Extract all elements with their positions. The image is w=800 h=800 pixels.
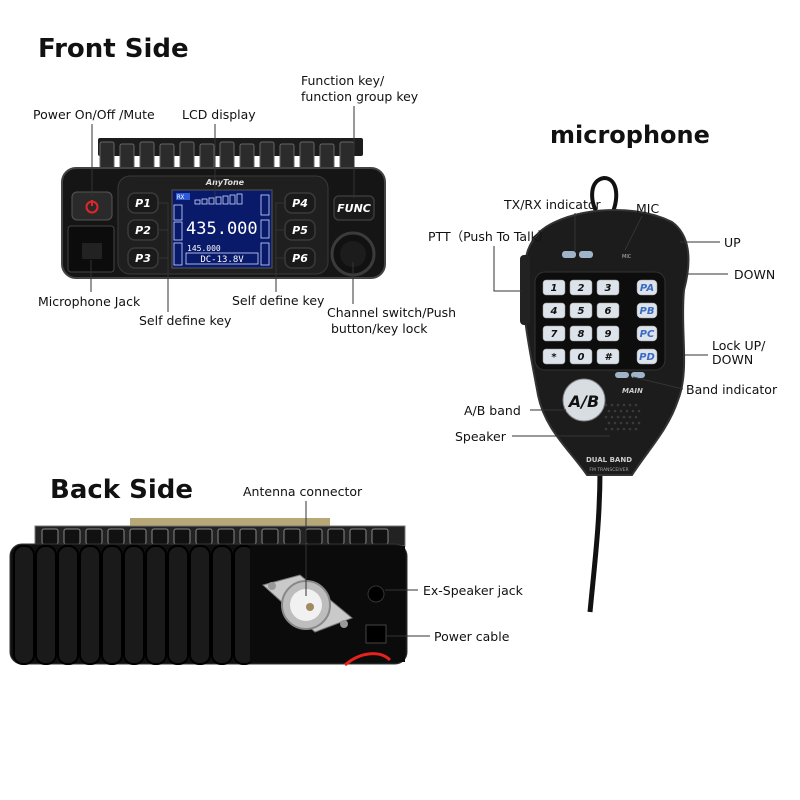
side-key[interactable]: PA xyxy=(636,279,658,296)
label-channel-2: button/key lock xyxy=(331,321,428,336)
tx-led-b xyxy=(579,251,593,258)
keypad-key[interactable]: 8 xyxy=(569,325,593,342)
svg-text:7: 7 xyxy=(551,329,558,340)
svg-text:FUNC: FUNC xyxy=(337,202,371,215)
svg-text:8: 8 xyxy=(578,329,585,340)
keypad-key[interactable]: 9 xyxy=(596,325,620,342)
svg-text:4: 4 xyxy=(550,306,558,317)
key-p2[interactable]: P2 xyxy=(127,219,159,241)
svg-text:P6: P6 xyxy=(292,252,308,265)
dual-band-text: DUAL BAND xyxy=(586,456,632,464)
svg-text:3: 3 xyxy=(605,283,612,294)
tx-led-a xyxy=(562,251,576,258)
ab-button[interactable]: A/B xyxy=(562,378,606,422)
mic-small-text: MIC xyxy=(622,254,632,260)
side-key[interactable]: PC xyxy=(636,325,658,342)
svg-text:#: # xyxy=(605,352,613,363)
key-p4[interactable]: P4 xyxy=(284,192,316,214)
keypad-key[interactable]: 1 xyxy=(542,279,566,296)
power-cable-socket xyxy=(365,624,387,644)
label-up: UP xyxy=(724,235,741,250)
label-mic-jack: Microphone Jack xyxy=(38,294,141,309)
key-p6[interactable]: P6 xyxy=(284,247,316,269)
label-speaker: Speaker xyxy=(455,429,507,444)
keypad-key[interactable]: 4 xyxy=(542,302,566,319)
antenna-connector xyxy=(261,574,353,633)
keypad-key[interactable]: 7 xyxy=(542,325,566,342)
label-mic: MIC xyxy=(636,201,659,216)
main-text: MAIN xyxy=(622,387,643,395)
side-key[interactable]: PD xyxy=(636,348,658,365)
svg-text:P3: P3 xyxy=(135,252,151,265)
speaker-grille xyxy=(604,403,641,431)
keypad-key[interactable]: 6 xyxy=(596,302,620,319)
front-side-title: Front Side xyxy=(38,34,189,64)
label-ab-band: A/B band xyxy=(464,403,521,418)
svg-text:P5: P5 xyxy=(292,224,308,237)
svg-text:PD: PD xyxy=(639,352,655,363)
keypad-key[interactable]: # xyxy=(596,348,620,365)
label-lock-1: Lock UP/ xyxy=(712,338,766,353)
radio-front: AnyTone P1 P2 P3 P4 P5 P6 FUNC RX 435.00… xyxy=(61,138,386,279)
keypad-key[interactable]: 2 xyxy=(569,279,593,296)
ex-speaker-jack xyxy=(367,585,385,603)
svg-text:P1: P1 xyxy=(135,197,151,210)
label-down: DOWN xyxy=(734,267,775,282)
label-power-cable: Power cable xyxy=(434,629,510,644)
svg-text:P2: P2 xyxy=(135,224,151,237)
label-ex-speaker: Ex-Speaker jack xyxy=(423,583,524,598)
label-function-1: Function key/ xyxy=(301,73,385,88)
keypad-key[interactable]: * xyxy=(542,348,566,365)
lcd-voltage: DC-13.8V xyxy=(200,255,244,265)
power-cable xyxy=(344,652,392,667)
keypad-key[interactable]: 3 xyxy=(596,279,620,296)
label-lock-2: DOWN xyxy=(712,352,753,367)
key-p1[interactable]: P1 xyxy=(127,192,159,214)
svg-text:9: 9 xyxy=(605,329,612,340)
key-p3[interactable]: P3 xyxy=(127,247,159,269)
microphone-device: MIC 1 2 3 4 5 6 7 8 9 * 0 # PA PB PC PD MAIN A/B DUAL B… xyxy=(520,175,690,613)
svg-text:*: * xyxy=(551,352,557,363)
label-txrx: TX/RX indicator xyxy=(503,197,602,212)
label-power: Power On/Off /Mute xyxy=(33,107,155,122)
fm-transceiver-text: FM TRANSCEIVER xyxy=(589,467,628,473)
svg-text:0: 0 xyxy=(578,352,585,363)
lcd-rx-status: RX xyxy=(177,194,185,201)
func-key[interactable]: FUNC xyxy=(333,195,375,221)
side-key[interactable]: PB xyxy=(636,302,658,319)
label-channel-1: Channel switch/Push xyxy=(327,305,456,320)
svg-text:2: 2 xyxy=(578,283,585,294)
key-p5[interactable]: P5 xyxy=(284,219,316,241)
brand-logo: AnyTone xyxy=(205,178,245,187)
radio-back xyxy=(9,518,408,667)
label-self-define-left: Self define key xyxy=(139,313,232,328)
svg-text:5: 5 xyxy=(578,306,585,317)
back-side-title: Back Side xyxy=(50,475,193,505)
label-ptt: PTT（Push To Talk） xyxy=(428,229,550,244)
lcd-sub-frequency: 145.000 xyxy=(187,244,221,253)
svg-text:PC: PC xyxy=(640,329,655,340)
microphone-title: microphone xyxy=(550,121,710,149)
keypad-key[interactable]: 0 xyxy=(569,348,593,365)
lcd-main-frequency: 435.000 xyxy=(186,219,258,239)
svg-text:PA: PA xyxy=(640,283,654,294)
label-function-2: function group key xyxy=(301,89,419,104)
label-antenna: Antenna connector xyxy=(243,484,363,499)
ptt-button[interactable] xyxy=(520,255,530,325)
label-self-define-right: Self define key xyxy=(232,293,325,308)
svg-text:A/B: A/B xyxy=(567,392,599,411)
keypad-key[interactable]: 5 xyxy=(569,302,593,319)
label-lcd: LCD display xyxy=(182,107,256,122)
svg-text:PB: PB xyxy=(640,306,655,317)
lcd-display xyxy=(171,189,273,269)
svg-text:6: 6 xyxy=(605,306,612,317)
svg-text:1: 1 xyxy=(551,283,558,294)
svg-text:P4: P4 xyxy=(292,197,308,210)
label-band-indicator: Band indicator xyxy=(686,382,778,397)
